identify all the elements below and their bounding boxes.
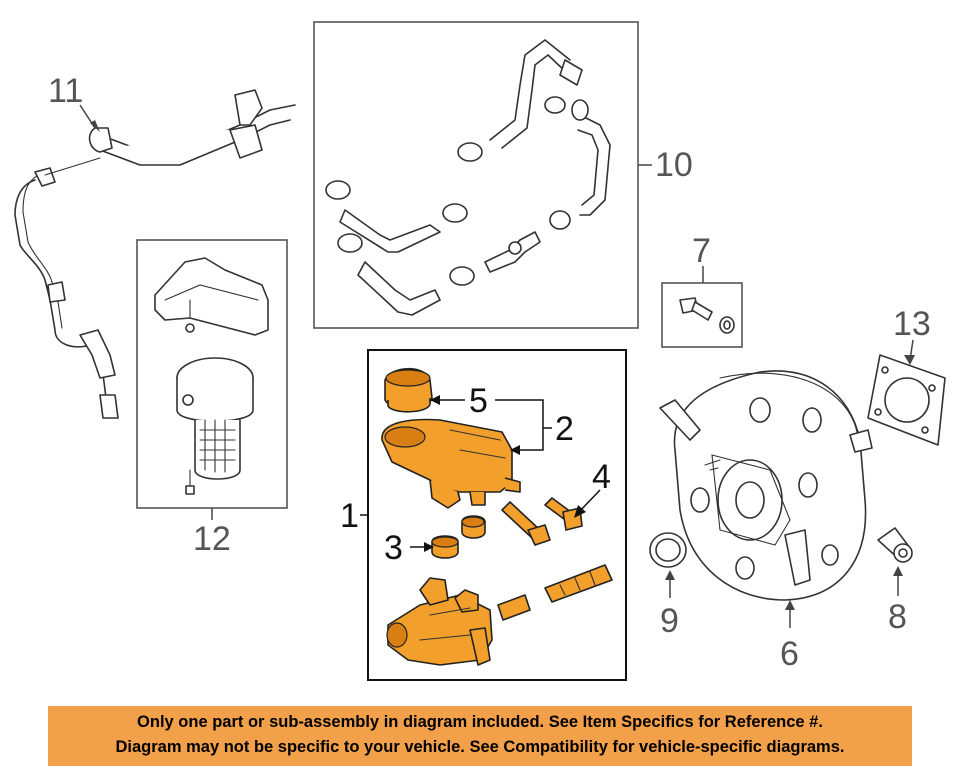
grommet [877,527,913,563]
callout-3: 3 [384,529,403,567]
vacuum-pump [154,257,269,495]
callout-9: 9 [660,602,679,640]
callout-6: 6 [780,635,799,673]
reservoir-cap [384,368,433,413]
master-cylinder [386,564,613,666]
callout-13: 13 [893,305,931,343]
box-7 [661,282,743,348]
fluid-reservoir [381,418,521,509]
reservoir-grommet-small [461,515,486,539]
callout-11: 11 [48,72,83,110]
reservoir-grommet [431,535,459,559]
callout-12: 12 [193,520,231,558]
booster-gasket [867,354,946,446]
callout-8: 8 [888,598,907,636]
leader-8-arrow [893,566,903,576]
retaining-pin [501,497,583,546]
leader-5-bracket [495,399,544,451]
leader-4-arrow [574,505,586,518]
leader-9-arrow [665,570,675,580]
callout-7: 7 [692,232,711,270]
leader-13-arrow [904,355,915,365]
box-10 [313,21,639,329]
leader-3-arrow [424,542,434,552]
callout-5: 5 [469,382,488,420]
leader-5-arrow [430,395,440,405]
disclaimer-line-2: Diagram may not be specific to your vehi… [115,738,845,756]
callout-2: 2 [555,410,574,448]
hose-kit [325,39,611,316]
leader-6-arrow [785,600,795,610]
callout-1: 1 [340,497,359,535]
leader-2-arrow [510,445,520,455]
vacuum-line-assembly [14,89,296,419]
brake-booster [659,370,873,601]
o-ring [649,532,687,568]
disclaimer-line-1: Only one part or sub-assembly in diagram… [137,713,823,731]
disclaimer-banner: Only one part or sub-assembly in diagram… [48,706,912,766]
bolt-washer [679,297,735,334]
callout-4: 4 [592,458,611,496]
leader-11-arrow [90,120,100,132]
callout-10: 10 [655,146,693,184]
